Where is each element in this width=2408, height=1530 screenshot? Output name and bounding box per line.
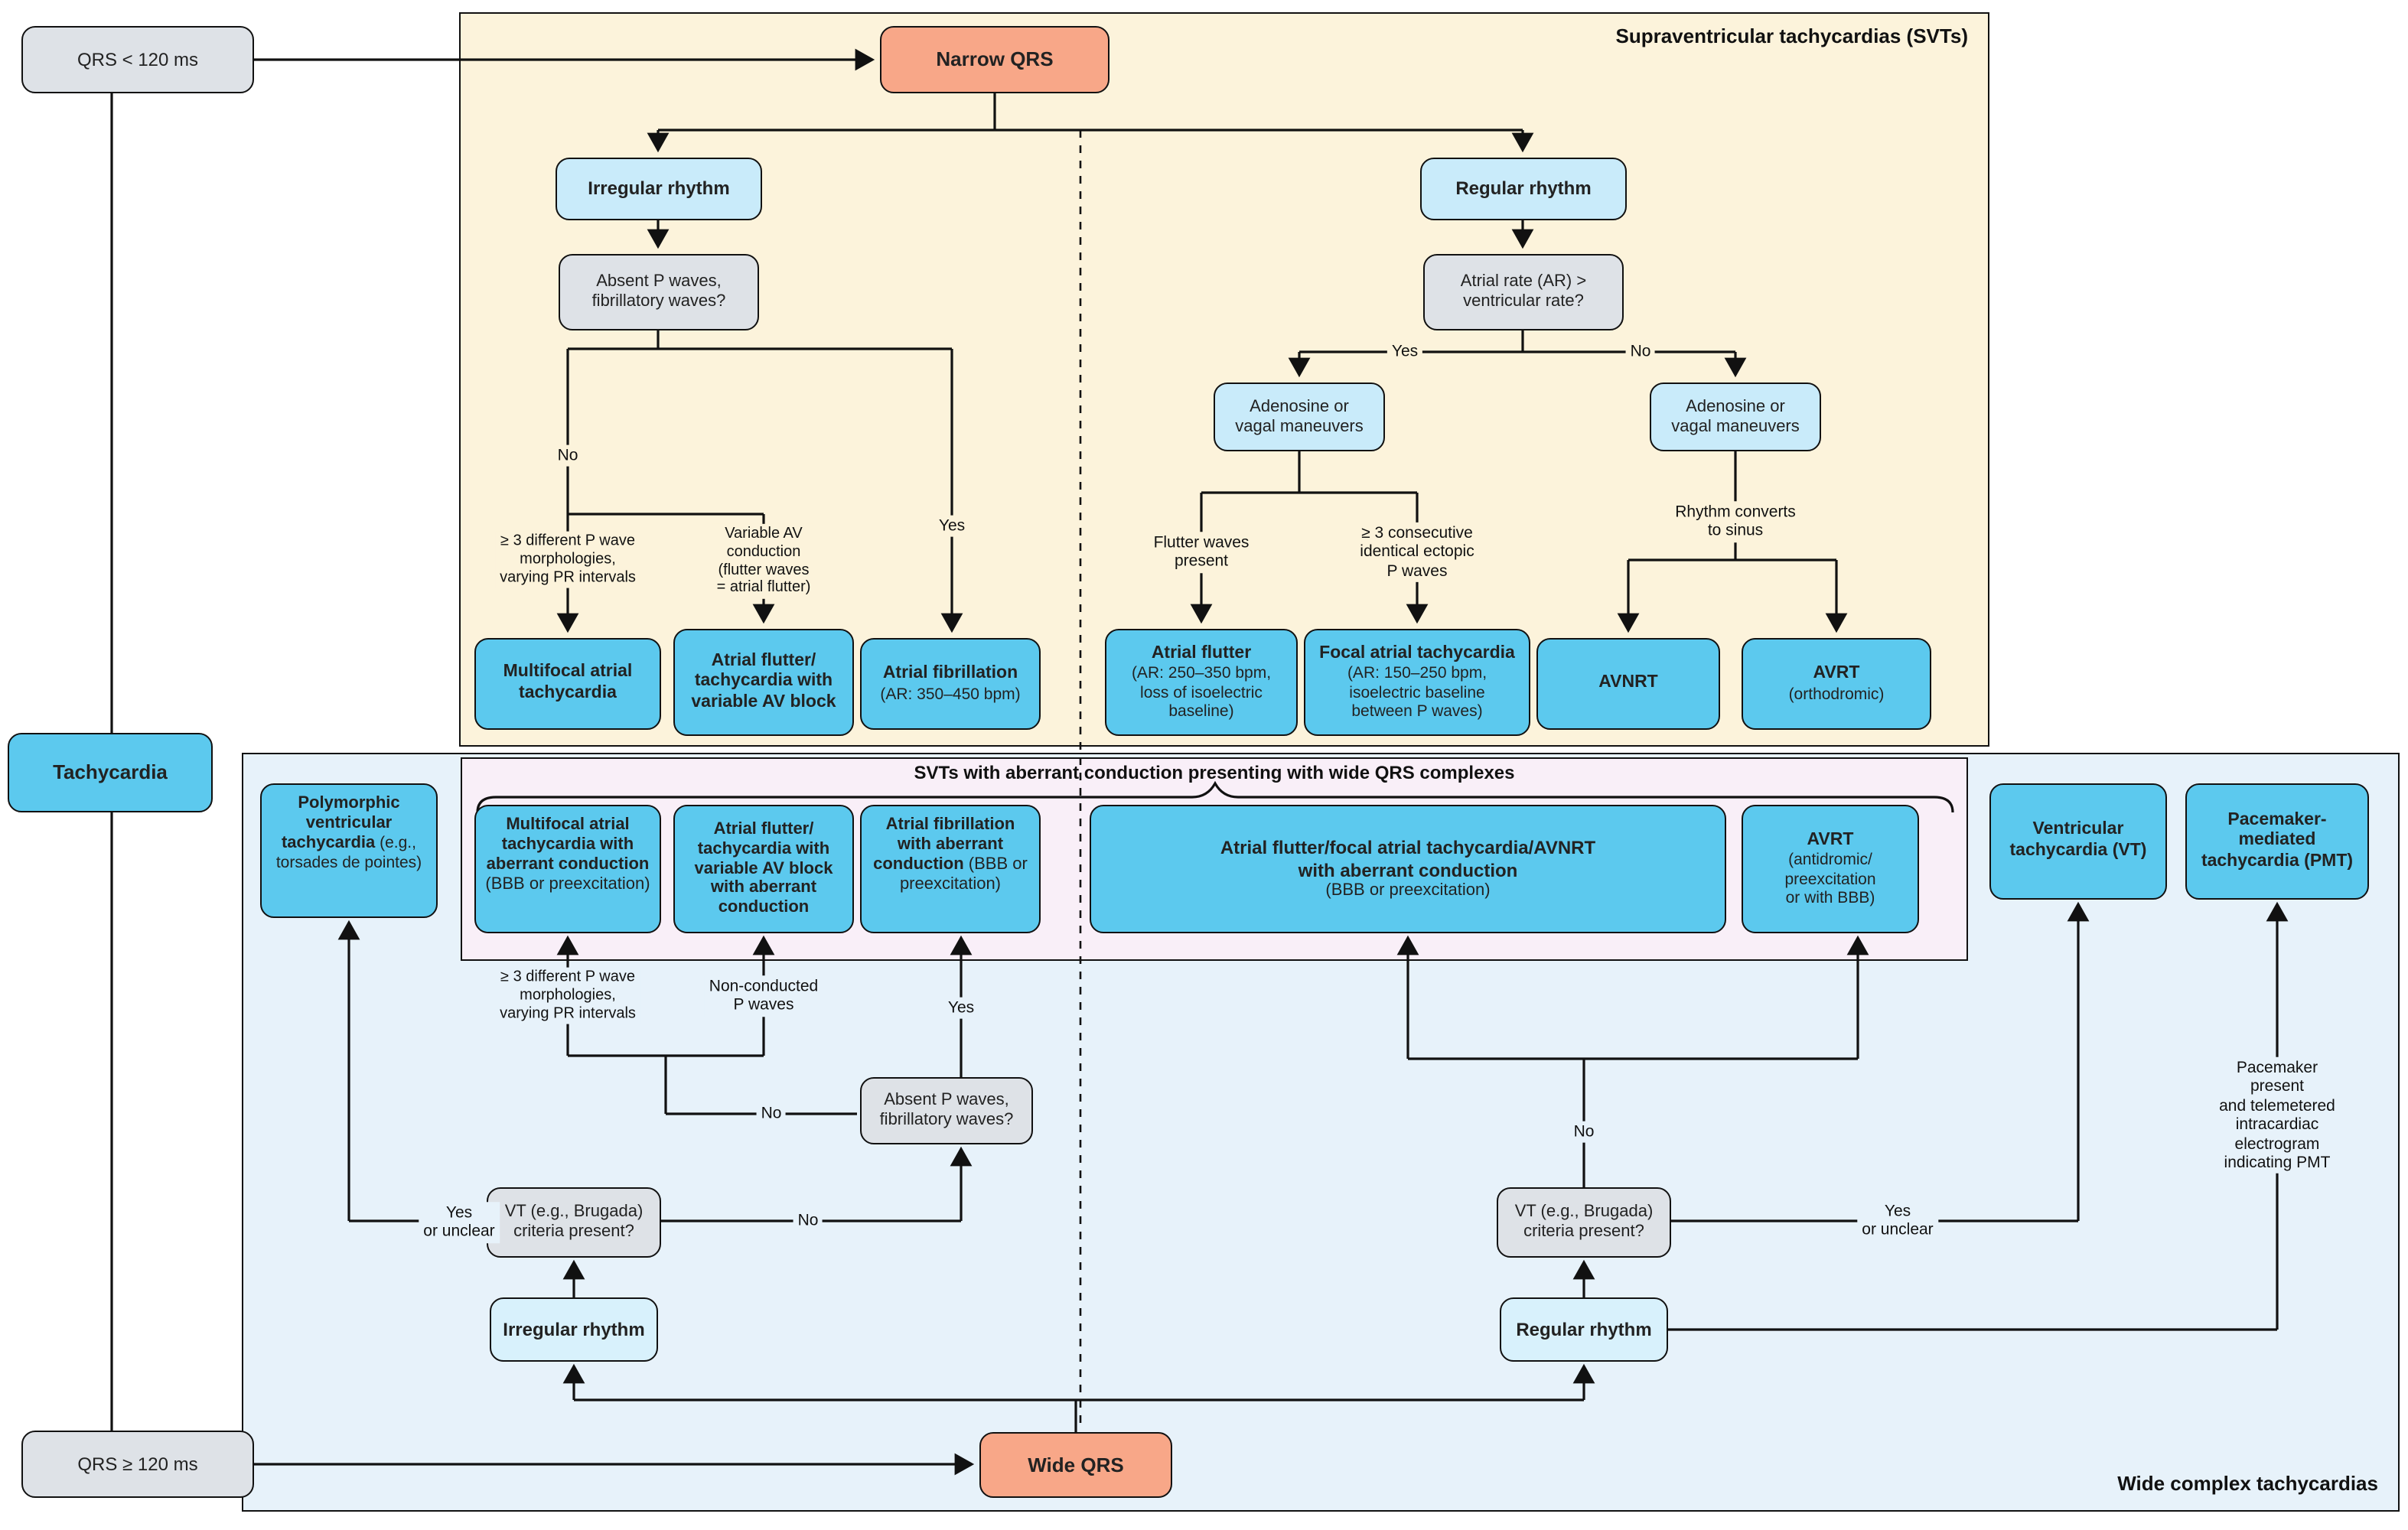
- node-text: Wide QRS: [1028, 1453, 1124, 1476]
- node-avrt-orthodromic: AVRT (orthodromic): [1742, 638, 1931, 730]
- label-yes-unclear-left: Yes or unclear: [419, 1202, 500, 1243]
- label-p3-morphologies-top: ≥ 3 different P wave morphologies, varyi…: [495, 531, 640, 589]
- node-absent-p-waves-top: Absent P waves, fibrillatory waves?: [559, 254, 759, 330]
- node-text: VT (e.g., Brugada) criteria present?: [504, 1203, 644, 1241]
- node-text: Atrial fibrillation: [882, 664, 1018, 683]
- node-irregular-rhythm-top: Irregular rhythm: [556, 158, 762, 220]
- label-no-vt-left: No: [793, 1209, 823, 1232]
- node-absent-p-waves-low: Absent P waves, fibrillatory waves?: [860, 1077, 1033, 1144]
- node-text: Focal atrial tachycardia: [1319, 643, 1515, 662]
- node-text: Irregular rhythm: [588, 177, 730, 200]
- node-multifocal-atrial-tachycardia: Multifocal atrial tachycardia: [474, 638, 661, 730]
- label-pacemaker-present: Pacemaker present and telemetered intrac…: [2211, 1056, 2343, 1174]
- node-qrs-lt-120: QRS < 120 ms: [21, 26, 254, 93]
- label-no-atrial-rate: No: [1625, 340, 1656, 363]
- aberrant-band-title: SVTs with aberrant conduction presenting…: [914, 762, 1515, 783]
- node-regular-rhythm-top: Regular rhythm: [1420, 158, 1627, 220]
- node-text: Atrial rate (AR) > ventricular rate?: [1460, 272, 1587, 311]
- node-subtext: (BBB or preexcitation): [899, 855, 1028, 894]
- node-text: Pacemaker- mediated tachycardia (PMT): [2201, 810, 2354, 871]
- node-vt-criteria-right: VT (e.g., Brugada) criteria present?: [1497, 1187, 1671, 1258]
- brace: [476, 780, 1954, 813]
- label-yes-atrial-rate: Yes: [1386, 340, 1423, 363]
- label-flutter-waves-present: Flutter waves present: [1149, 532, 1254, 573]
- label-non-conducted: Non-conducted P waves: [704, 975, 823, 1017]
- node-atrial-rate-question: Atrial rate (AR) > ventricular rate?: [1423, 254, 1624, 330]
- node-atrial-fibrillation: Atrial fibrillation (AR: 350–450 bpm): [860, 638, 1041, 730]
- node-text: Ventricular tachycardia (VT): [2009, 820, 2147, 860]
- node-text: Multifocal atrial tachycardia: [503, 662, 633, 702]
- node-text: Irregular rhythm: [503, 1318, 645, 1340]
- node-subtext: (BBB or preexcitation): [1325, 881, 1491, 900]
- node-subtext: (orthodromic): [1788, 685, 1885, 704]
- node-text: Regular rhythm: [1516, 1318, 1652, 1340]
- node-irregular-rhythm-low: Irregular rhythm: [490, 1297, 658, 1362]
- node-text: QRS < 120 ms: [77, 48, 199, 70]
- node-subtext: (AR: 350–450 bpm): [880, 685, 1021, 704]
- wide-panel-title: Wide complex tachycardias: [2117, 1472, 2378, 1495]
- node-pacemaker-mediated-tachycardia: Pacemaker- mediated tachycardia (PMT): [2185, 783, 2369, 900]
- node-text: AVRT: [1813, 664, 1860, 683]
- node-avrt-antidromic: AVRT (antidromic/ preexcitation or with B…: [1742, 805, 1919, 933]
- label-yes-unclear-right: Yes or unclear: [1857, 1200, 1938, 1242]
- node-ventricular-tachycardia: Ventricular tachycardia (VT): [1989, 783, 2167, 900]
- node-subtext: (antidromic/ preexcitation or with BBB): [1784, 851, 1876, 907]
- node-tachycardia: Tachycardia: [8, 733, 213, 812]
- svt-panel: [459, 12, 1989, 747]
- node-atrial-flutter-variable-av-aberrant: Atrial flutter/ tachycardia with variabl…: [673, 805, 854, 933]
- label-no-vt-right: No: [1569, 1121, 1599, 1144]
- node-text: Atrial flutter/focal atrial tachycardia/…: [1220, 837, 1596, 881]
- node-polymorphic-vt: Polymorphic ventricular tachycardia (e.g…: [260, 783, 438, 918]
- node-adenosine-right: Adenosine or vagal maneuvers: [1650, 382, 1821, 451]
- node-text: Atrial flutter: [1151, 643, 1252, 662]
- node-subtext: (AR: 150–250 bpm, isoelectric baseline b…: [1347, 664, 1487, 721]
- label-yes-afib-aberrant: Yes: [943, 997, 979, 1020]
- node-subtext: (e.g., torsades de pointes): [275, 833, 422, 872]
- node-wide-qrs: Wide QRS: [979, 1432, 1172, 1498]
- node-atrial-flutter-250-350: Atrial flutter (AR: 250–350 bpm, loss of …: [1105, 629, 1298, 736]
- node-text: AVNRT: [1598, 673, 1658, 692]
- label-no-left-branch: No: [552, 444, 583, 467]
- node-atrial-fibrillation-aberrant: Atrial fibrillation with aberrant conduc…: [860, 805, 1041, 933]
- node-text: VT (e.g., Brugada) criteria present?: [1514, 1203, 1654, 1241]
- node-vt-criteria-left: VT (e.g., Brugada) criteria present?: [487, 1187, 661, 1258]
- node-text: Polymorphic ventricular tachycardia: [281, 794, 400, 852]
- label-yes-afib: Yes: [934, 515, 970, 538]
- label-no-junction: No: [756, 1102, 787, 1125]
- node-text: Adenosine or vagal maneuvers: [1235, 397, 1364, 435]
- label-rhythm-converts: Rhythm converts to sinus: [1670, 501, 1800, 542]
- node-text: Absent P waves, fibrillatory waves?: [879, 1091, 1014, 1129]
- node-subtext: (BBB or preexcitation): [485, 874, 650, 894]
- node-multifocal-aberrant: Multifocal atrial tachycardia with aberr…: [474, 805, 661, 933]
- label-consecutive-ectopic: ≥ 3 consecutive identical ectopic P wave…: [1355, 522, 1479, 583]
- node-narrow-qrs: Narrow QRS: [880, 26, 1110, 93]
- node-text: AVRT: [1807, 830, 1854, 849]
- node-text: Multifocal atrial tachycardia with aberr…: [486, 815, 650, 874]
- node-text: QRS ≥ 120 ms: [77, 1453, 198, 1475]
- node-subtext: (AR: 250–350 bpm, loss of isoelectric ba…: [1131, 664, 1272, 721]
- node-avnrt: AVNRT: [1536, 638, 1720, 730]
- svt-panel-title: Supraventricular tachycardias (SVTs): [1615, 24, 1969, 47]
- node-svt-combo-aberrant: Atrial flutter/focal atrial tachycardia/…: [1090, 805, 1726, 933]
- node-text: Narrow QRS: [936, 47, 1054, 71]
- node-text: Atrial flutter/ tachycardia with variabl…: [694, 819, 833, 917]
- node-text: Absent P waves, fibrillatory waves?: [591, 272, 726, 311]
- connector-group: [110, 48, 2289, 1476]
- label-p3-morphologies-low: ≥ 3 different P wave morphologies, varyi…: [495, 967, 640, 1025]
- node-focal-atrial-tachycardia: Focal atrial tachycardia (AR: 150–250 bpm…: [1304, 629, 1530, 736]
- node-text: Adenosine or vagal maneuvers: [1671, 397, 1800, 435]
- node-regular-rhythm-low: Regular rhythm: [1500, 1297, 1668, 1362]
- node-text: Tachycardia: [53, 760, 168, 784]
- node-text: Regular rhythm: [1455, 177, 1592, 200]
- node-adenosine-left: Adenosine or vagal maneuvers: [1214, 382, 1385, 451]
- node-atrial-flutter-variable-av: Atrial flutter/ tachycardia with variabl…: [673, 629, 854, 736]
- label-variable-av: Variable AV conduction (flutter waves = …: [712, 523, 816, 600]
- node-text: Atrial flutter/ tachycardia with variabl…: [691, 651, 836, 711]
- node-qrs-ge-120: QRS ≥ 120 ms: [21, 1431, 254, 1498]
- node-text: Atrial fibrillation with aberrant conduc…: [873, 815, 1015, 874]
